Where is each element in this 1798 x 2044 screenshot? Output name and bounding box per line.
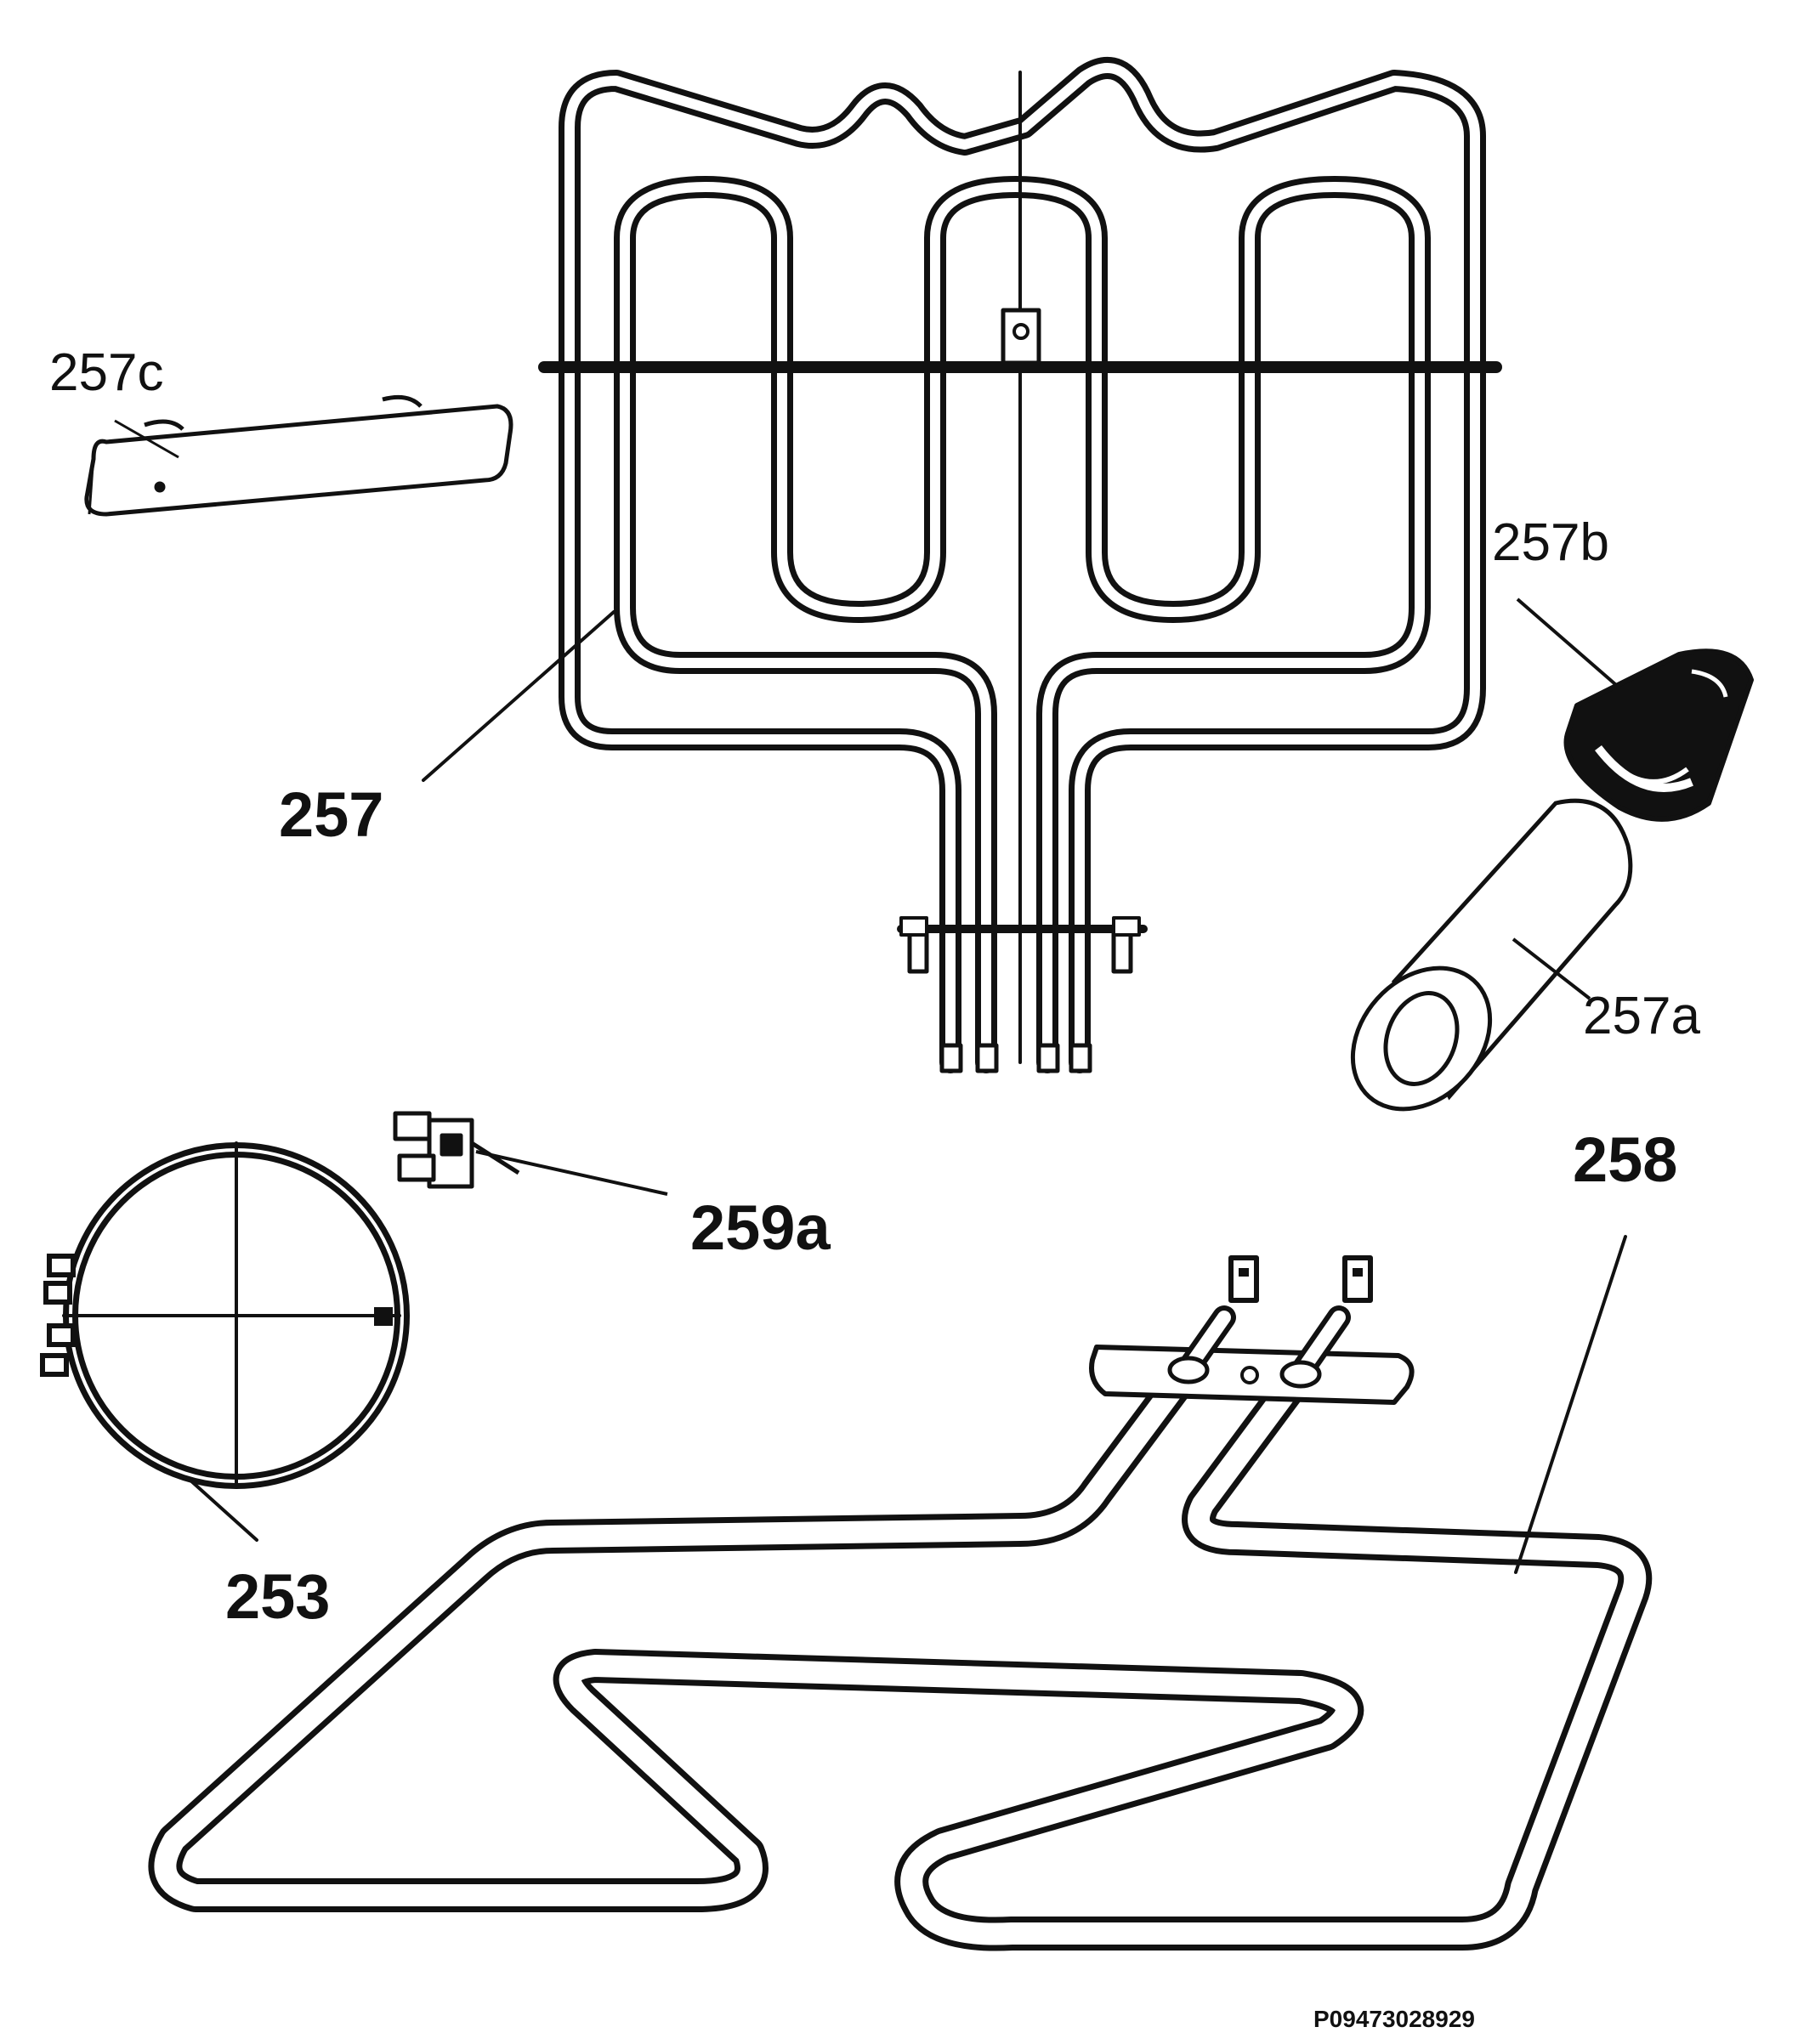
drawing-code: P09473028929 [1313,2006,1475,2032]
thermostat-259a [393,1111,668,1196]
leader-257b [1516,597,1617,686]
cover-strip-257c [84,394,513,517]
label-257b: 257b [1492,513,1609,572]
leader-259a [475,1150,668,1196]
grill-terminals [939,1043,1092,1073]
grill-inner-serpentine [614,176,1431,1073]
leader-257 [422,610,615,782]
grill-mounting-plate [897,916,1148,974]
label-257a: 257a [1583,987,1700,1045]
leader-257c [114,419,179,459]
label-259a: 259a [690,1192,831,1263]
leader-257a [1512,937,1591,1000]
label-257: 257 [279,779,384,850]
bake-element-258 [148,1235,1653,1951]
grill-outer-loop [559,57,1486,1073]
grommet-257b [1516,597,1754,822]
sleeve-257a [1350,798,1633,1112]
grill-element-257 [422,57,1502,1073]
label-257c: 257c [49,343,164,402]
leader-253 [187,1477,258,1542]
circular-element-253 [40,1141,410,1542]
label-253: 253 [225,1561,331,1632]
bake-terminals [1228,1255,1373,1303]
leader-258 [1514,1235,1627,1574]
label-258: 258 [1573,1124,1678,1195]
